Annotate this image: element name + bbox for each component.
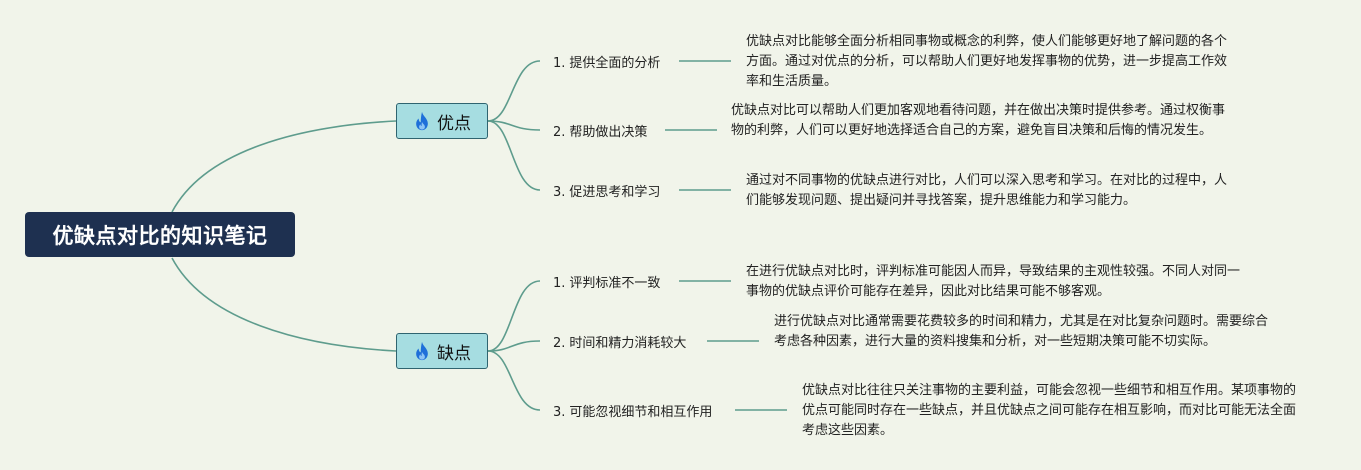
branch-pros-item-2 — [487, 120, 541, 131]
category-label-pros: 优点 — [437, 113, 471, 134]
item-label: 评判标准不一致 — [569, 276, 661, 291]
pros-item-3-description: 通过对不同事物的优缺点进行对比，人们可以深入思考和学习。在对比的过程中，人们能够… — [746, 173, 1228, 208]
branch-cons-item-3 — [487, 350, 541, 411]
branch-pros-item-1 — [487, 60, 541, 122]
branch-cons-item-1 — [487, 280, 541, 352]
pros-item-2[interactable]: 2.帮助做出决策 — [553, 121, 647, 140]
root-node-title[interactable]: 优缺点对比的知识笔记 — [25, 212, 295, 257]
category-label-cons: 缺点 — [437, 343, 471, 364]
branch-cons-item-2 — [487, 340, 541, 352]
cons-item-1-description: 在进行优缺点对比时，评判标准可能因人而异，导致结果的主观性较强。不同人对同一事物… — [746, 264, 1241, 299]
item-number: 1. — [553, 56, 566, 71]
cons-item-3-description: 优缺点对比往往只关注事物的主要利益，可能会忽视一些细节和相互作用。某项事物的优点… — [802, 383, 1297, 438]
pros-item-1-description: 优缺点对比能够全面分析相同事物或概念的利弊，使人们能够更好地了解问题的各个方面。… — [746, 34, 1228, 89]
cons-item-2-description: 进行优缺点对比通常需要花费较多的时间和精力，尤其是在对比复杂问题时。需要综合考虑… — [774, 314, 1269, 349]
item-number: 3. — [553, 405, 566, 420]
item-number: 2. — [553, 336, 566, 351]
category-node-pros[interactable]: 优点 — [396, 103, 488, 139]
item-number: 1. — [553, 276, 566, 291]
item-label: 时间和精力消耗较大 — [569, 336, 687, 351]
item-label: 帮助做出决策 — [569, 125, 648, 140]
item-label: 提供全面的分析 — [569, 56, 661, 71]
fire-icon — [416, 111, 428, 131]
item-label: 促进思考和学习 — [569, 185, 661, 200]
cons-item-2[interactable]: 2.时间和精力消耗较大 — [553, 332, 686, 351]
cons-item-3[interactable]: 3.可能忽视细节和相互作用 — [553, 401, 712, 420]
branch-root-to-cons — [171, 257, 397, 352]
pros-item-1[interactable]: 1.提供全面的分析 — [553, 52, 660, 71]
cons-item-1[interactable]: 1.评判标准不一致 — [553, 272, 660, 291]
branch-root-to-pros — [171, 120, 397, 213]
item-number: 2. — [553, 125, 566, 140]
item-number: 3. — [553, 185, 566, 200]
fire-icon — [416, 341, 428, 361]
category-node-cons[interactable]: 缺点 — [396, 333, 488, 369]
pros-item-3[interactable]: 3.促进思考和学习 — [553, 181, 660, 200]
pros-item-2-description: 优缺点对比可以帮助人们更加客观地看待问题，并在做出决策时提供参考。通过权衡事物的… — [731, 103, 1226, 138]
root-title-text: 优缺点对比的知识笔记 — [52, 223, 268, 248]
item-label: 可能忽视细节和相互作用 — [569, 405, 713, 420]
branch-pros-item-3 — [487, 120, 541, 191]
